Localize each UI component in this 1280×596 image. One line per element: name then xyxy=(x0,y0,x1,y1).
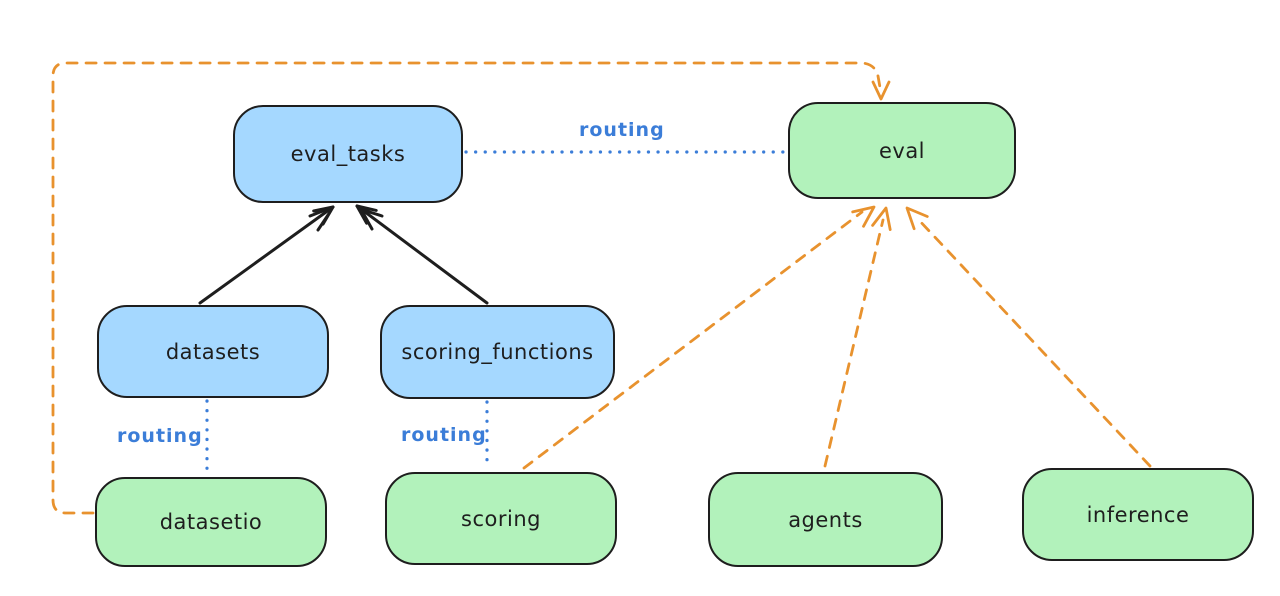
edge-datasets-to-eval-tasks xyxy=(198,205,335,305)
routing-label-middle: routing xyxy=(401,424,487,446)
node-datasets-label: datasets xyxy=(165,339,261,364)
node-eval-label: eval xyxy=(878,138,926,163)
node-agents: agents xyxy=(708,472,943,567)
node-datasetio-label: datasetio xyxy=(159,510,263,534)
node-eval-tasks: eval_tasks xyxy=(233,105,463,203)
node-scoring-functions: scoring_functions xyxy=(380,305,615,399)
edge-scoring-functions-to-eval-tasks xyxy=(355,204,489,305)
node-datasets: datasets xyxy=(97,305,329,398)
edge-scoring-to-eval-arrowhead xyxy=(851,205,876,228)
edge-datasetio-to-eval-arrowhead xyxy=(871,80,891,101)
node-scoring: scoring xyxy=(385,472,617,565)
node-scoring-label: scoring xyxy=(461,506,541,531)
edge-inference-to-eval-arrowhead xyxy=(905,206,929,231)
node-inference-label: inference xyxy=(1086,502,1190,527)
edge-agents-to-eval xyxy=(823,218,885,468)
node-inference: inference xyxy=(1022,468,1254,561)
edge-scoring-functions-to-eval-tasks-arrowhead xyxy=(355,204,384,231)
edge-datasets-to-eval-tasks-arrowhead xyxy=(308,205,335,232)
edge-scoring-to-eval xyxy=(522,210,864,470)
node-agents-label: agents xyxy=(788,507,863,532)
node-scoring-functions-label: scoring_functions xyxy=(401,340,594,364)
edge-datasetio-to-eval xyxy=(51,61,883,515)
node-eval-tasks-label: eval_tasks xyxy=(290,142,406,166)
node-datasetio: datasetio xyxy=(95,477,327,567)
edge-agents-to-eval-arrowhead xyxy=(871,206,892,231)
edge-inference-to-eval xyxy=(914,215,1152,468)
routing-label-left: routing xyxy=(117,425,203,447)
node-eval: eval xyxy=(788,102,1016,199)
routing-label-top: routing xyxy=(579,119,665,141)
